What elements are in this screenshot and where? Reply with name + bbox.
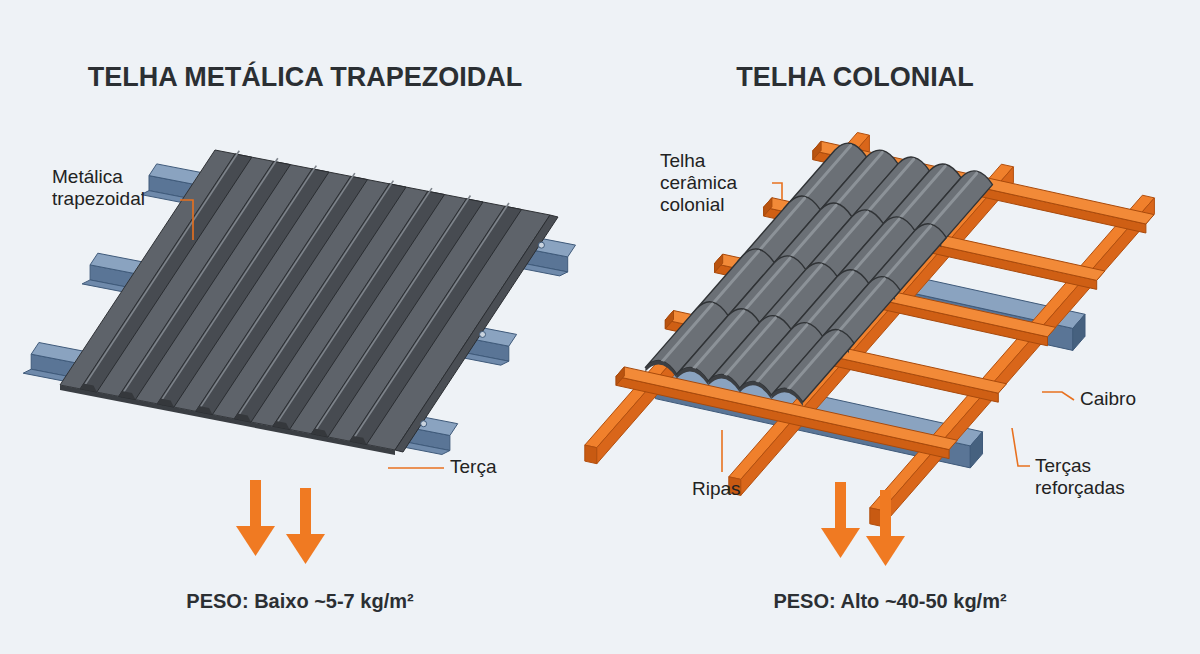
rafter-end xyxy=(585,445,597,464)
part-label: Telha cerâmica colonial xyxy=(660,150,772,216)
part-label: Metálica trapezoidal xyxy=(52,166,177,210)
rib-end xyxy=(350,436,367,445)
sheet-rib xyxy=(196,176,368,414)
rib-end xyxy=(80,384,97,393)
tile-lip xyxy=(677,367,709,385)
rib-end xyxy=(311,428,328,437)
sheet-flange xyxy=(395,215,558,452)
batten-end xyxy=(715,254,723,272)
arrow-shaft xyxy=(300,488,311,536)
part-label: Ripas xyxy=(692,478,772,500)
weight-note: PESO: Alto ~40-50 kg/m² xyxy=(640,590,1140,613)
batten-end xyxy=(813,141,821,159)
bolt xyxy=(480,331,486,337)
tile-lip xyxy=(771,388,803,406)
batten-face xyxy=(616,376,949,458)
reinforced-purlin-end xyxy=(1073,314,1085,350)
batten-end xyxy=(764,198,772,216)
bolt xyxy=(421,421,427,427)
load-arrows xyxy=(236,480,905,566)
rib-end xyxy=(273,421,290,430)
section-title: TELHA COLONIAL xyxy=(660,62,1050,93)
sheet-rib xyxy=(157,169,329,407)
arrow-head xyxy=(286,534,325,564)
leader-line xyxy=(180,200,193,240)
sheet-rib xyxy=(234,184,406,422)
arrow-head xyxy=(821,528,860,558)
tile-highlight xyxy=(787,332,838,391)
tile-lip xyxy=(740,381,772,399)
tile-highlight xyxy=(879,226,930,285)
part-label: Terça xyxy=(450,456,530,478)
arrow-head xyxy=(236,526,275,556)
batten-end xyxy=(665,311,673,329)
rib-end xyxy=(234,413,251,422)
leader-line xyxy=(721,430,723,472)
arrow-shaft xyxy=(250,480,261,528)
leader-line xyxy=(1042,392,1074,400)
rib-end xyxy=(119,391,136,400)
leader-line xyxy=(388,467,444,469)
rib-end xyxy=(196,406,213,415)
part-label: Terças reforçadas xyxy=(1035,455,1160,499)
metal-roof-illustration xyxy=(23,150,575,455)
tile-lip xyxy=(645,361,677,379)
bolt xyxy=(538,242,544,248)
section-title: TELHA METÁLICA TRAPEZOIDAL xyxy=(25,62,585,93)
tile-highlight xyxy=(926,173,977,232)
sheet-rib xyxy=(273,191,445,429)
reinforced-purlin-end xyxy=(970,432,982,468)
leader-line xyxy=(772,183,782,200)
sheet-rib xyxy=(350,206,522,444)
rib-end xyxy=(157,399,174,408)
weight-note: PESO: Baixo ~5-7 kg/m² xyxy=(60,590,540,613)
arrow-shaft xyxy=(835,482,846,530)
arrow-head xyxy=(866,536,905,566)
arrow-shaft xyxy=(880,490,891,538)
leader-lines xyxy=(180,183,1074,472)
batten-end xyxy=(616,367,624,385)
sheet-rib xyxy=(311,199,483,437)
part-label: Caibro xyxy=(1080,388,1180,410)
tile-highlight xyxy=(833,279,884,338)
tile-lip xyxy=(708,374,740,392)
leader-line xyxy=(1012,428,1030,466)
